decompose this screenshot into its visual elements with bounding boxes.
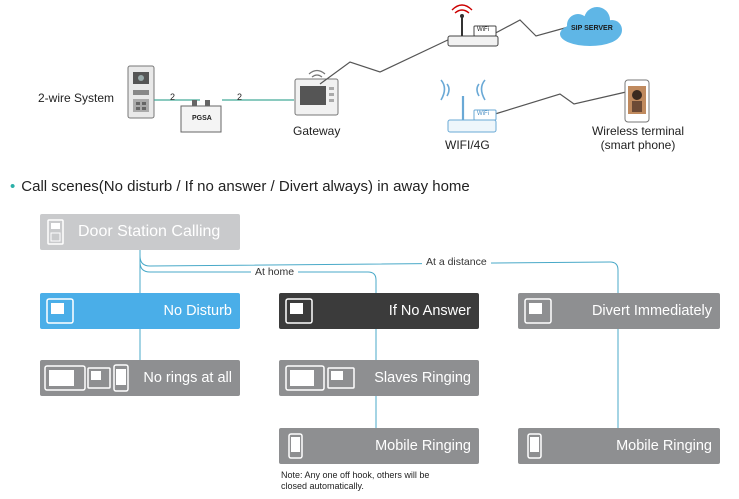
wire-count-label: 2 <box>170 92 176 102</box>
slaves-ringing-box: Slaves Ringing <box>279 360 479 396</box>
origin-label: Door Station Calling <box>78 223 221 240</box>
no-disturb-box: No Disturb <box>40 293 240 329</box>
wireless-terminal-sublabel: (smart phone) <box>600 138 676 152</box>
note-line: closed automatically. <box>281 481 364 491</box>
at-distance-label: At a distance <box>422 256 491 268</box>
wifi-4g-label: WIFI/4G <box>445 138 490 152</box>
indoor-monitor-icon <box>285 298 313 324</box>
monitors-icon <box>44 364 129 392</box>
gateway-icon <box>294 69 339 116</box>
mobile-ringing-label: Mobile Ringing <box>616 438 712 454</box>
mobile-ringing-box: Mobile Ringing <box>279 428 479 464</box>
divert-immediately-label: Divert Immediately <box>591 303 712 319</box>
indoor-monitor-icon <box>46 298 74 324</box>
heading-text: Call scenes(No disturb / If no answer / … <box>21 178 470 195</box>
gateway-label: Gateway <box>293 124 341 138</box>
wifi-router-icon <box>440 79 497 133</box>
sip-server-cloud-icon <box>560 7 622 46</box>
sip-server-label: SIP SERVER <box>571 25 613 32</box>
smart-phone-icon <box>288 433 303 459</box>
no-rings-box: No rings at all <box>40 360 240 396</box>
if-no-answer-label: If No Answer <box>388 303 471 319</box>
door-station-calling-box: Door Station Calling <box>40 214 240 250</box>
indoor-monitor-icon <box>524 298 552 324</box>
network-diagram <box>127 4 650 133</box>
mobile-ringing-label: Mobile Ringing <box>375 438 471 454</box>
bullet-icon: • <box>10 178 16 195</box>
two-wire-system-label: 2-wire System <box>38 91 115 105</box>
wire-count-label: 2 <box>237 92 243 102</box>
slaves-ringing-label: Slaves Ringing <box>374 370 471 386</box>
section-heading: • Call scenes(No disturb / If no answer /… <box>10 178 470 195</box>
wifi-badge: WiFi <box>477 27 489 33</box>
no-rings-label: No rings at all <box>143 370 232 386</box>
divert-immediately-box: Divert Immediately <box>518 293 720 329</box>
smart-phone-icon <box>624 79 650 123</box>
slave-monitors-icon <box>285 365 355 391</box>
wifi-badge: WiFi <box>477 111 489 117</box>
if-no-answer-box: If No Answer <box>279 293 479 329</box>
pgsa-module-icon <box>180 100 222 133</box>
mobile-ringing-box: Mobile Ringing <box>518 428 720 464</box>
at-home-label: At home <box>251 266 299 278</box>
wireless-terminal-label: Wireless terminal <box>591 124 684 138</box>
door-station-icon <box>47 219 64 245</box>
router-icon <box>447 4 499 47</box>
note-text: Note: Any one off hook, others will be c… <box>281 470 429 492</box>
door-station-icon <box>127 65 155 119</box>
note-line: Note: Any one off hook, others will be <box>281 470 430 480</box>
smart-phone-icon <box>527 433 542 459</box>
no-disturb-label: No Disturb <box>163 303 233 319</box>
pgsa-label: PGSA <box>192 115 212 122</box>
